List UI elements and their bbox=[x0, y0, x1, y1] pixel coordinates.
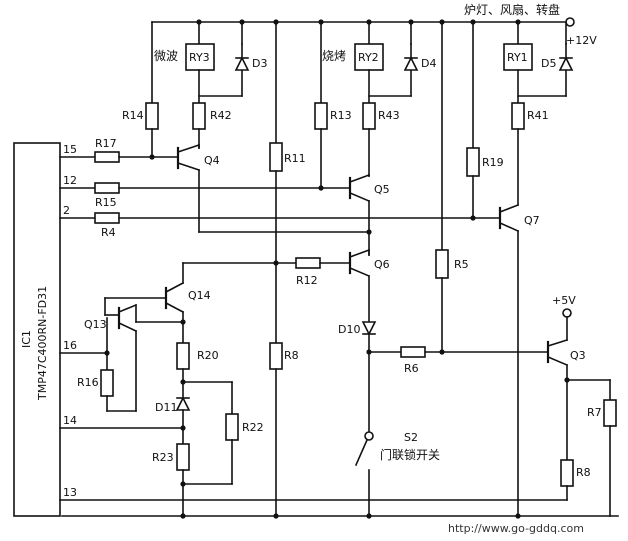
pin-16: 16 bbox=[63, 339, 77, 352]
resistor-r20: R20 bbox=[197, 349, 219, 362]
sense-network: Q14 Q13 R16 R20 D11 R22 R2 bbox=[77, 262, 264, 517]
resistor-r16: R16 bbox=[77, 376, 99, 389]
ic1-ref: IC1 bbox=[20, 330, 33, 348]
resistor-r5: R5 bbox=[454, 258, 469, 271]
resistor-r43: R43 bbox=[378, 109, 400, 122]
resistor-r15: R15 bbox=[95, 196, 117, 209]
transistor-q7: Q7 bbox=[524, 214, 540, 227]
switch-s2: S2 bbox=[404, 431, 418, 444]
pin-2: 2 bbox=[63, 204, 70, 217]
label-grill: 烧烤 bbox=[322, 48, 346, 63]
transistor-q14: Q14 bbox=[188, 289, 211, 302]
ic1-part: TMP47C400RN-FD31 bbox=[36, 286, 49, 401]
diode-d5: D5 bbox=[541, 57, 556, 70]
label-microwave: 微波 bbox=[154, 49, 178, 63]
resistor-r19: R19 bbox=[482, 156, 504, 169]
resistor-r4: R4 bbox=[101, 226, 116, 239]
transistor-q5: Q5 bbox=[374, 183, 390, 196]
branch-q3: +5V Q3 R7 R8 bbox=[546, 294, 617, 517]
junctions bbox=[104, 19, 570, 519]
relay-ry2: RY2 bbox=[358, 51, 379, 64]
relay-ry1: RY1 bbox=[507, 51, 528, 64]
pin-15: 15 bbox=[63, 143, 77, 156]
branch-grill: RY2 烧烤 D4 R13 R43 R15 Q5 bbox=[94, 21, 436, 256]
label-5v: +5V bbox=[552, 294, 576, 307]
pin-13: 13 bbox=[63, 486, 77, 499]
transistor-q6: Q6 bbox=[374, 258, 390, 271]
branch-lamp: RY1 炉灯、风扇、转盘 +12V D5 R41 R19 R4 Q7 bbox=[94, 2, 597, 517]
relay-ry3: RY3 bbox=[189, 51, 210, 64]
resistor-r41: R41 bbox=[527, 109, 549, 122]
rail-12v bbox=[151, 17, 575, 27]
resistor-r17: R17 bbox=[95, 137, 117, 150]
column-r5: R5 bbox=[435, 21, 469, 353]
resistor-r7: R7 bbox=[587, 406, 602, 419]
transistor-q13: Q13 bbox=[84, 318, 107, 331]
resistor-r13: R13 bbox=[330, 109, 352, 122]
diode-d3: D3 bbox=[252, 57, 267, 70]
label-lamp-fan-turntable: 炉灯、风扇、转盘 bbox=[464, 2, 560, 17]
pin-12: 12 bbox=[63, 174, 77, 187]
switch-label: 门联锁开关 bbox=[380, 447, 440, 462]
interlock-chain: R12 Q6 D10 R6 S2 门联锁开关 bbox=[182, 248, 549, 517]
diode-d10: D10 bbox=[338, 323, 360, 336]
ic1: IC1 TMP47C400RN-FD31 bbox=[13, 142, 61, 517]
pin-14: 14 bbox=[63, 414, 77, 427]
diode-d11: D11 bbox=[155, 401, 177, 414]
resistor-r6: R6 bbox=[404, 362, 419, 375]
resistor-r8-b: R8 bbox=[576, 466, 591, 479]
diode-d4: D4 bbox=[421, 57, 436, 70]
ic-pins: 15 12 2 16 14 13 bbox=[59, 143, 568, 501]
resistor-r22: R22 bbox=[242, 421, 264, 434]
resistor-r14: R14 bbox=[122, 109, 144, 122]
transistor-q3: Q3 bbox=[570, 349, 586, 362]
label-12v: +12V bbox=[566, 34, 597, 47]
column-r11: R11 R8 bbox=[269, 21, 306, 517]
transistor-q4: Q4 bbox=[204, 154, 220, 167]
resistor-r12: R12 bbox=[296, 274, 318, 287]
resistor-r11: R11 bbox=[284, 152, 306, 165]
resistor-r8-a: R8 bbox=[284, 349, 299, 362]
resistor-r23: R23 bbox=[152, 451, 174, 464]
branch-microwave: RY3 微波 D3 R14 R42 R17 Q4 bbox=[94, 21, 370, 233]
resistor-r42: R42 bbox=[210, 109, 232, 122]
watermark: http://www.go-gddq.com bbox=[448, 522, 584, 535]
